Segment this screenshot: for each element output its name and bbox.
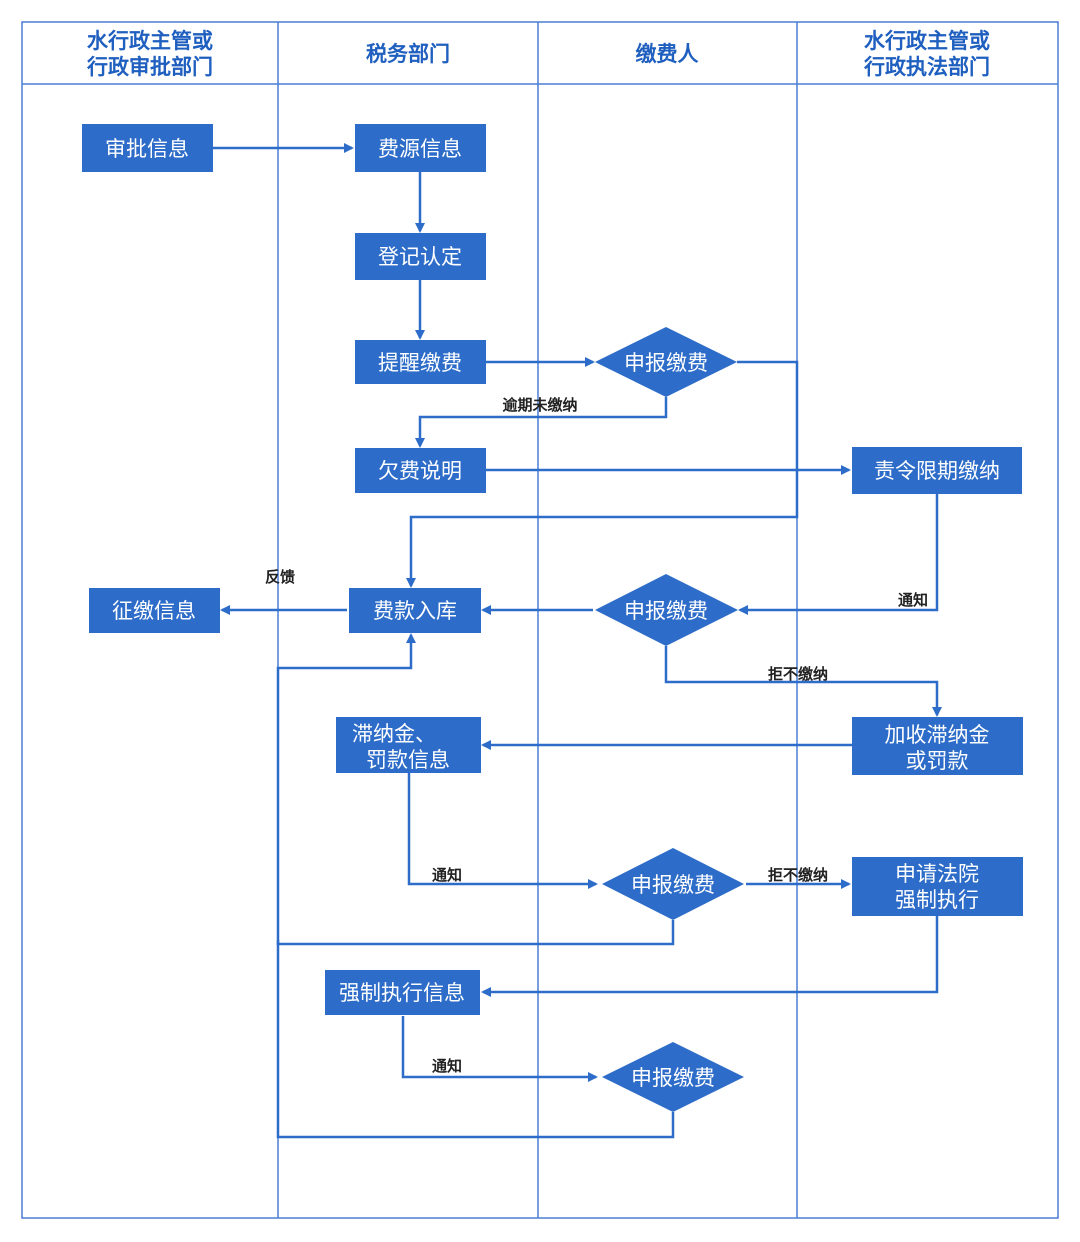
lane-header-enforcement-dept: 水行政主管或 行政执法部门: [863, 29, 990, 79]
node-declare-payment-1: 申报缴费: [595, 327, 737, 397]
node-label: 强制执行信息: [339, 981, 465, 1005]
lane-title: 水行政主管或: [864, 29, 990, 53]
edge-label-notify: 通知: [898, 591, 928, 609]
node-declare-payment-3: 申报缴费: [602, 848, 744, 920]
node-add-late-fee: 加收滞纳金 或罚款: [852, 717, 1023, 775]
lane-title: 水行政主管或: [87, 29, 213, 53]
edge-court-to-enforcement-info: [481, 916, 939, 997]
edge-enforcement-info-to-declare-4: [401, 1016, 598, 1082]
edge-declare-2-refuse: [664, 646, 942, 717]
node-payment-reminder: 提醒缴费: [355, 340, 486, 384]
node-label: 申报缴费: [631, 873, 715, 897]
edge-labels: 逾期未缴纳 反馈 通知 拒不缴纳 通知 拒不缴纳 通知: [265, 396, 928, 1075]
lane-title: 行政审批部门: [86, 55, 213, 79]
node-label: 或罚款: [906, 749, 969, 773]
edge-declare-1-to-storage: [406, 360, 799, 588]
edge-label-overdue: 逾期未缴纳: [502, 396, 577, 414]
edge-declare-4-to-storage: [276, 940, 675, 1139]
lane-header-tax-dept: 税务部门: [366, 42, 450, 66]
edge-label-notify: 通知: [432, 866, 462, 884]
node-label: 加收滞纳金: [885, 723, 990, 747]
node-label: 申报缴费: [631, 1066, 715, 1090]
edge-label-refuse: 拒不缴纳: [768, 665, 828, 683]
node-label: 申报缴费: [624, 351, 708, 375]
node-label: 责令限期缴纳: [874, 459, 1000, 483]
edge-order-to-declare-2: [738, 494, 939, 615]
edge-declare-1-overdue: [415, 397, 668, 448]
lane-title: 行政执法部门: [863, 55, 990, 79]
node-fee-source-info: 费源信息: [355, 124, 486, 172]
edge-label-refuse: 拒不缴纳: [768, 866, 828, 884]
node-label: 提醒缴费: [378, 351, 462, 375]
edge-label-feedback: 反馈: [265, 568, 295, 586]
node-court-enforcement: 申请法院 强制执行: [852, 857, 1023, 916]
node-label: 审批信息: [105, 137, 189, 161]
edge-label-notify: 通知: [432, 1057, 462, 1075]
edges: [213, 143, 942, 1139]
lane-title: 税务部门: [366, 42, 450, 66]
node-declare-payment-2: 申报缴费: [595, 574, 738, 646]
node-label: 登记认定: [378, 245, 462, 269]
node-registration: 登记认定: [355, 233, 486, 280]
node-collection-info: 征缴信息: [89, 588, 220, 633]
node-late-fee-info: 滞纳金、 罚款信息: [336, 717, 481, 773]
node-label: 强制执行: [895, 888, 979, 912]
node-label: 滞纳金、: [352, 722, 436, 746]
node-label: 征缴信息: [112, 599, 196, 623]
node-label: 罚款信息: [366, 748, 450, 772]
node-declare-payment-4: 申报缴费: [602, 1042, 744, 1112]
node-arrears-explanation: 欠费说明: [355, 448, 486, 493]
node-enforcement-info: 强制执行信息: [325, 970, 480, 1015]
lane-title: 缴费人: [636, 42, 699, 66]
edge-declare-3-to-storage: [276, 633, 675, 946]
node-label: 费源信息: [378, 137, 462, 161]
node-order-deadline-payment: 责令限期缴纳: [852, 447, 1022, 494]
node-label: 欠费说明: [378, 459, 462, 483]
node-label: 申报缴费: [624, 599, 708, 623]
node-fee-storage: 费款入库: [349, 588, 481, 633]
node-label: 申请法院: [895, 862, 979, 886]
lane-header-payer: 缴费人: [636, 42, 699, 66]
node-label: 费款入库: [373, 599, 457, 623]
lane-header-approval-dept: 水行政主管或 行政审批部门: [86, 29, 213, 79]
node-approval-info: 审批信息: [82, 124, 213, 172]
edge-late-fee-info-to-declare-3: [407, 773, 598, 889]
